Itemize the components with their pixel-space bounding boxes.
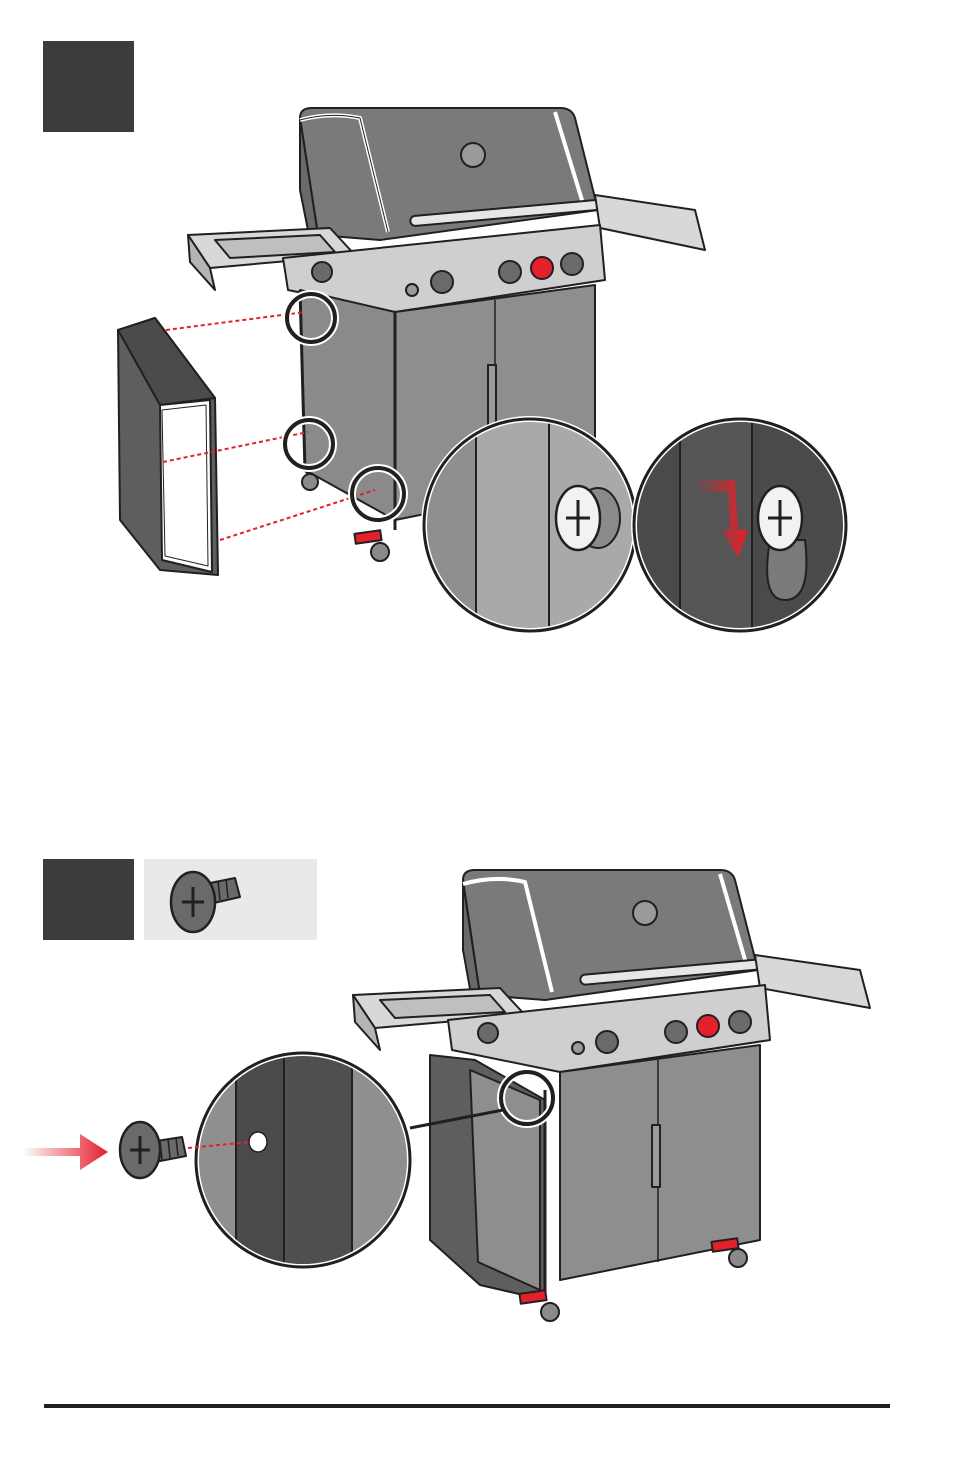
side-panel [117,317,219,576]
arrow-down-icon [695,480,748,558]
screw-icon [169,870,241,934]
detail-view-screw-mounted [421,416,639,634]
callout-circle [409,1068,557,1130]
alignment-guide [187,1141,251,1149]
step-number-box [43,859,134,940]
step-number-box [43,41,134,132]
detail-view-screw-hole [193,1050,413,1270]
screw-insert [118,1120,187,1180]
detail-view-screw-slide-down [631,416,849,634]
grill-step2 [352,869,871,1322]
arrow-right-icon [22,1134,108,1170]
callout-circles [281,290,408,524]
footer-divider [44,1404,890,1408]
